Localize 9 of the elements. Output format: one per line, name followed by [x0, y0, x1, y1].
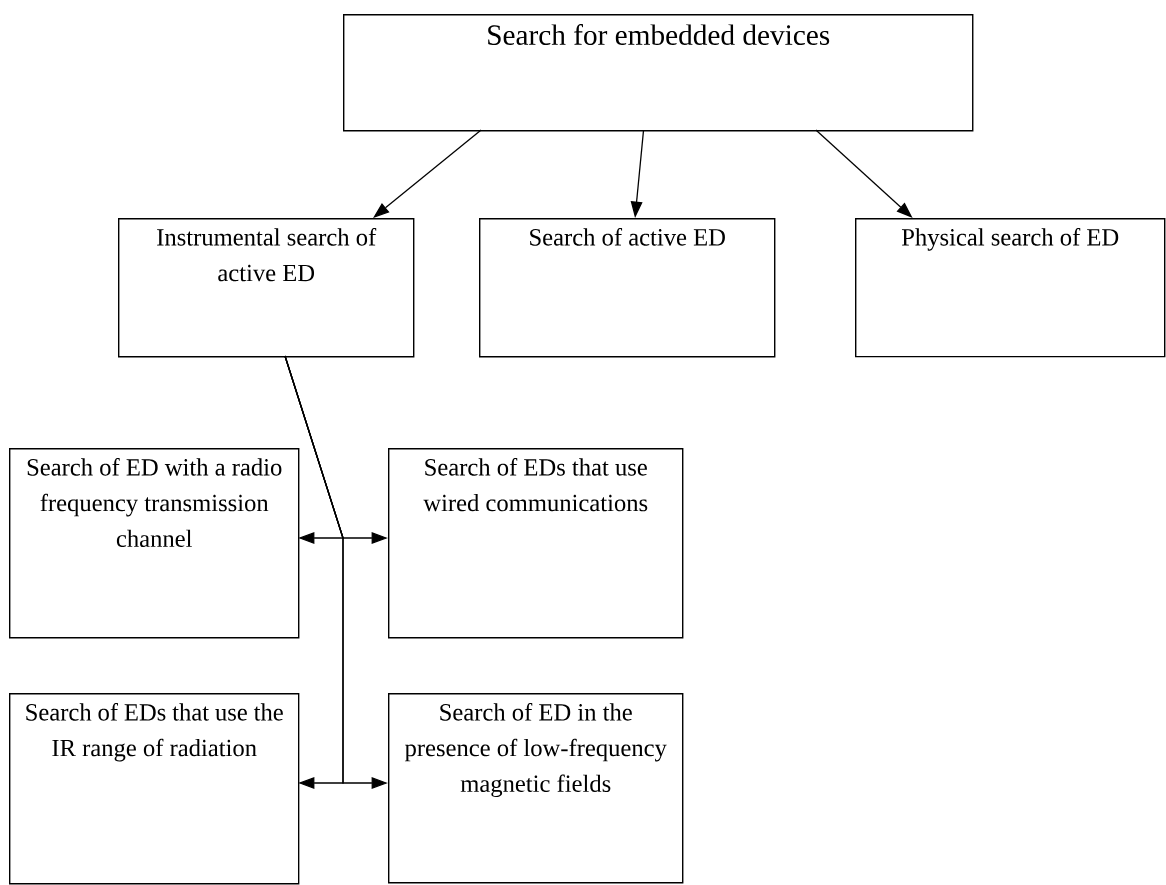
process-box: Search of EDs that use the IR range of radiation [9, 693, 300, 885]
process-box: Search of EDs that use wired communications [388, 448, 684, 639]
process-box: Search of ED with a radio frequency transmission channel [9, 448, 300, 639]
process-box: Physical search of ED [855, 218, 1166, 358]
process-box: Search for embedded devices [343, 14, 974, 132]
process-box: Search of active ED [479, 218, 776, 358]
process-box: Instrumental search of active ED [118, 218, 415, 358]
arrow [373, 129, 482, 218]
process-box: Search of ED in the presence of low-frequency magnetic fields [388, 693, 684, 884]
